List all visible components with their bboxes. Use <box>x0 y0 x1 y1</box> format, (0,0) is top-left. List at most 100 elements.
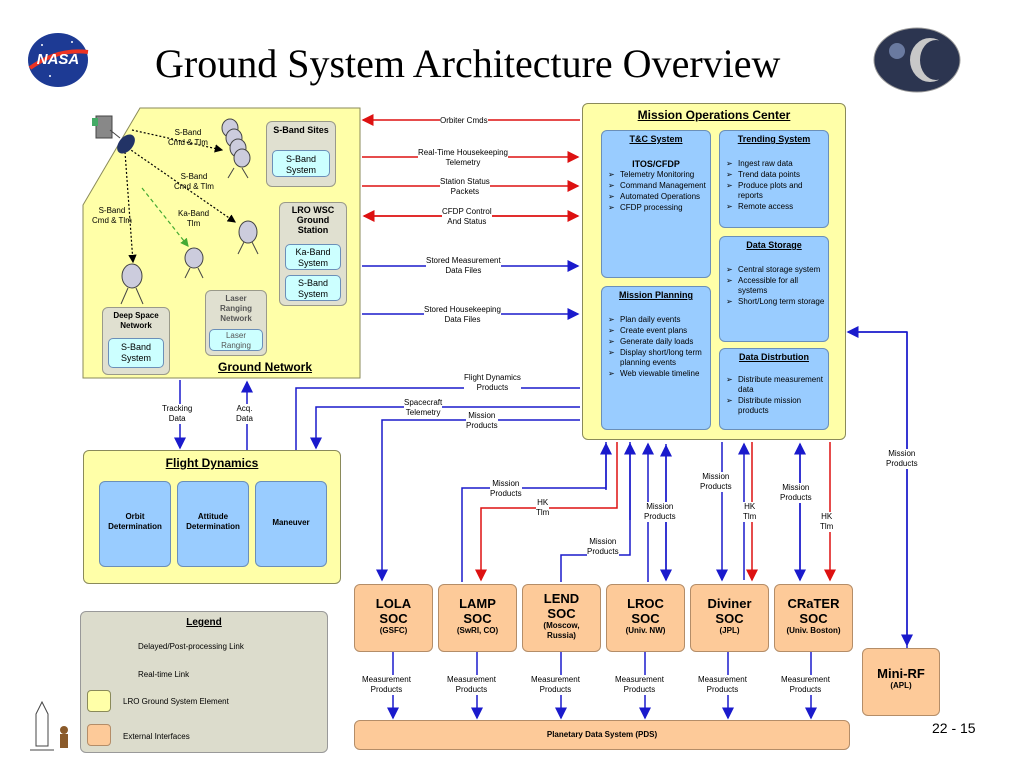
list-item: Ingest raw data <box>726 159 828 169</box>
nasa-logo-text: NASA <box>36 51 80 68</box>
flow-label: Mission Products <box>587 537 619 557</box>
moon-emblem-icon <box>872 26 962 94</box>
trending-system-title: Trending System <box>737 134 811 144</box>
mission-planning-list: Plan daily events Create event plans Gen… <box>602 315 710 379</box>
soc-name: CRaTER SOC <box>787 596 840 626</box>
list-item: Display short/long term planning events <box>608 348 710 368</box>
flow-label: Mission Products <box>886 449 918 469</box>
ground-network-label: Ground Network <box>218 360 313 374</box>
link-label: S-Band Cmd & Tlm <box>174 172 214 191</box>
flow-label: Stored Housekeeping Data Files <box>424 305 501 325</box>
sband-sites-title: S-Band Sites <box>273 125 329 135</box>
flow-label: Mission Products <box>490 479 522 499</box>
crater-soc-box: CRaTER SOC (Univ. Boston) <box>774 584 853 652</box>
soc-org: (GSFC) <box>379 626 408 635</box>
dsn-sband-system: S-Band System <box>108 338 164 368</box>
link-label: S-Band Cmd & Tlm <box>92 206 132 225</box>
flow-label: Flight Dynamics Products <box>464 373 521 393</box>
soc-name: LEND SOC <box>543 591 580 621</box>
laser-ranging-sub: Laser Ranging <box>209 329 263 351</box>
flow-label: Stored Measurement Data Files <box>426 256 501 276</box>
list-item: Produce plots and reports <box>726 181 828 201</box>
list-item: CFDP processing <box>608 203 710 213</box>
data-distribution-title: Data Distrbution <box>738 352 809 362</box>
antenna-icon <box>117 262 147 306</box>
data-distribution-list: Distribute measurement data Distribute m… <box>720 375 828 416</box>
flow-label: Mission Products <box>700 472 732 492</box>
measurement-products-label: Measurement Products <box>447 675 496 695</box>
list-item: Web viewable timeline <box>608 369 710 379</box>
mission-planning-title: Mission Planning <box>618 290 693 300</box>
nasa-logo: NASA <box>22 30 94 90</box>
flow-label: Mission Products <box>780 483 812 503</box>
tc-system-title: T&C System <box>629 134 683 144</box>
measurement-products-label: Measurement Products <box>781 675 830 695</box>
soc-name: LOLA SOC <box>375 596 412 626</box>
deep-space-network-box: Deep Space Network S-Band System <box>102 307 170 375</box>
spacecraft-icon <box>90 112 140 160</box>
soc-org: (SwRI, CO) <box>456 626 499 635</box>
flow-label: Mission Products <box>644 502 676 522</box>
trending-system-box: Trending System Ingest raw data Trend da… <box>719 130 829 228</box>
flow-label: Mission Products <box>466 411 498 431</box>
sband-system-box: S-Band System <box>272 150 330 177</box>
data-storage-list: Central storage system Accessible for al… <box>720 265 828 307</box>
sband-sites-box: S-Band Sites S-Band System <box>266 121 336 187</box>
list-item: Central storage system <box>726 265 828 275</box>
lend-soc-box: LEND SOC (Moscow, Russia) <box>522 584 601 652</box>
mini-rf-org: (APL) <box>890 681 912 690</box>
antenna-icon <box>180 246 208 280</box>
legend-realtime-link: Real-time Link <box>138 670 190 679</box>
legend-yellow-swatch <box>87 690 111 712</box>
soc-name: LROC SOC <box>627 596 664 626</box>
soc-org: (JPL) <box>719 626 740 635</box>
flow-label: HK Tlm <box>536 498 550 518</box>
flow-label: Spacecraft Telemetry <box>404 398 443 418</box>
legend-delayed-link: Delayed/Post-processing Link <box>138 642 244 651</box>
flow-label: Station Status Packets <box>440 177 490 197</box>
lro-wsc-title: LRO WSC Ground Station <box>291 205 335 235</box>
flow-label: Acq. Data <box>236 404 253 424</box>
soc-org: (Moscow, Russia) <box>543 621 580 640</box>
lola-soc-box: LOLA SOC (GSFC) <box>354 584 433 652</box>
mini-rf-box: Mini-RF (APL) <box>862 648 940 716</box>
measurement-products-label: Measurement Products <box>698 675 747 695</box>
diviner-soc-box: Diviner SOC (JPL) <box>690 584 769 652</box>
tc-system-box: T&C System ITOS/CFDP Telemetry Monitorin… <box>601 130 711 278</box>
legend-ground-element: LRO Ground System Element <box>123 697 229 706</box>
lro-wsc-box: LRO WSC Ground Station Ka-Band System S-… <box>279 202 347 306</box>
soc-name: LAMP SOC <box>459 596 496 626</box>
flow-label: CFDP Control And Status <box>442 207 492 227</box>
mission-operations-center: Mission Operations Center T&C System ITO… <box>582 103 846 440</box>
attitude-determination-box: Attitude Determination <box>177 481 249 567</box>
legend-box: Legend Delayed/Post-processing Link Real… <box>80 611 328 753</box>
flight-dynamics-box: Flight Dynamics Orbit Determination Atti… <box>83 450 341 584</box>
mission-planning-box: Mission Planning Plan daily events Creat… <box>601 286 711 430</box>
flow-label: Tracking Data <box>162 404 193 424</box>
legend-title: Legend <box>186 617 222 628</box>
legend-orange-swatch <box>87 724 111 746</box>
page-number: 22 - 15 <box>932 720 976 736</box>
list-item: Accessible for all systems <box>726 276 828 296</box>
dsn-title: Deep Space Network <box>113 311 159 330</box>
tc-system-sub: ITOS/CFDP <box>632 159 680 169</box>
measurement-products-label: Measurement Products <box>531 675 580 695</box>
list-item: Distribute measurement data <box>726 375 828 395</box>
data-storage-title: Data Storage <box>746 240 802 250</box>
list-item: Create event plans <box>608 326 710 336</box>
list-item: Plan daily events <box>608 315 710 325</box>
list-item: Generate daily loads <box>608 337 710 347</box>
s-band-system-box: S-Band System <box>285 275 341 301</box>
rocket-icon <box>28 700 74 752</box>
data-distribution-box: Data Distrbution Distribute measurement … <box>719 348 829 430</box>
list-item: Automated Operations <box>608 192 710 202</box>
list-item: Command Management <box>608 181 710 191</box>
antenna-icon <box>214 118 254 180</box>
flow-label: HK Tlm <box>743 502 757 522</box>
flight-dynamics-title: Flight Dynamics <box>165 456 259 470</box>
antenna-icon <box>232 218 262 256</box>
laser-ranging-box: Laser Ranging Network Laser Ranging <box>205 290 267 356</box>
lamp-soc-box: LAMP SOC (SwRI, CO) <box>438 584 517 652</box>
legend-external-interfaces: External Interfaces <box>123 732 190 741</box>
soc-name: Diviner SOC <box>707 596 752 626</box>
